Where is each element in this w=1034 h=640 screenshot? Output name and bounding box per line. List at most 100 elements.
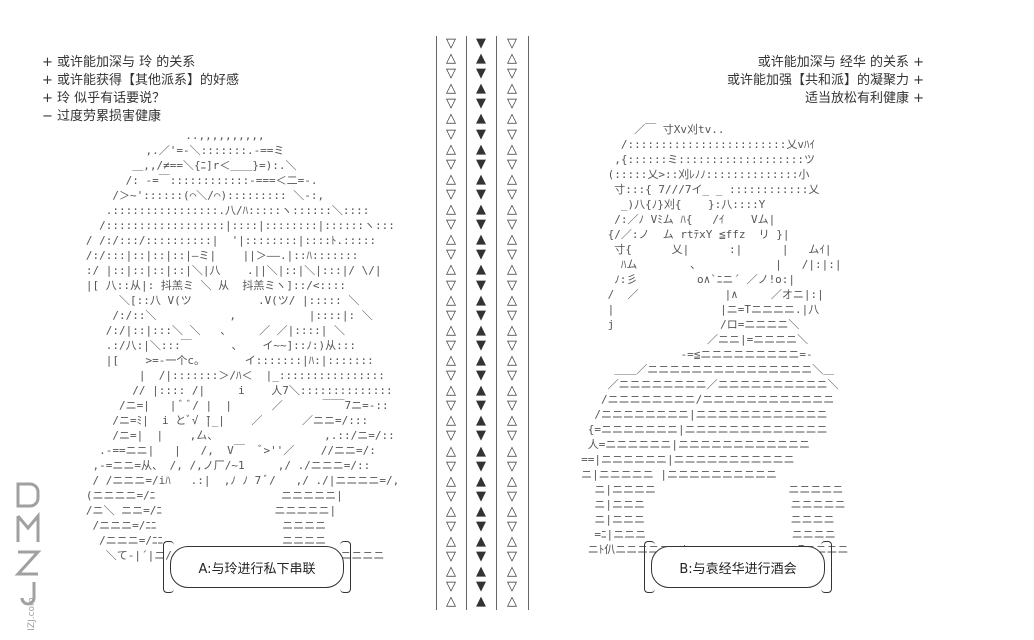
divider-triangle-outline: ▽: [446, 217, 456, 233]
divider-triangle-filled: ▼: [476, 186, 486, 202]
divider-triangle-outline: △: [507, 473, 517, 489]
divider-triangle-filled: ▼: [476, 579, 486, 595]
divider-triangle-outline: △: [507, 534, 517, 550]
divider-triangle-filled: ▲: [476, 503, 486, 519]
divider-triangle-outline: ▽: [507, 156, 517, 172]
divider-triangle-outline: ▽: [507, 247, 517, 263]
divider-triangle-outline: △: [507, 202, 517, 218]
logo-letter-m: [16, 511, 40, 542]
divider-triangle-outline: △: [507, 111, 517, 127]
divider-triangle-outline: △: [446, 141, 456, 157]
divider-triangle-outline: ▽: [446, 458, 456, 474]
divider-triangle-outline: ▽: [507, 126, 517, 142]
divider-triangle-outline: ▽: [507, 217, 517, 233]
divider-triangle-filled: ▼: [476, 96, 486, 112]
divider-triangle-outline: ▽: [507, 36, 517, 51]
choice-b-button[interactable]: B:与袁经华进行酒会: [644, 541, 832, 593]
divider-triangle-outline: ▽: [446, 36, 456, 51]
divider-triangle-outline: △: [446, 51, 456, 67]
divider-triangle-outline: ▽: [507, 337, 517, 353]
triangle-divider: ▽△▽△▽△▽△▽△▽△▽△▽△▽△▽△▽△▽△▽△▽△▽△▽△▽△▽△▽△ ▼…: [432, 36, 536, 610]
divider-triangle-outline: ▽: [446, 368, 456, 384]
divider-triangle-outline: △: [446, 352, 456, 368]
divider-triangle-outline: △: [446, 232, 456, 248]
divider-triangle-filled: ▲: [476, 383, 486, 399]
logo-letter-d: [16, 482, 40, 508]
divider-triangle-outline: ▽: [446, 579, 456, 595]
divider-triangle-outline: △: [507, 383, 517, 399]
divider-triangle-outline: △: [446, 503, 456, 519]
divider-triangle-outline: ▽: [446, 247, 456, 263]
divider-triangle-outline: △: [507, 262, 517, 278]
divider-triangle-filled: ▼: [476, 277, 486, 293]
divider-triangle-filled: ▼: [476, 428, 486, 444]
divider-triangle-outline: △: [507, 564, 517, 580]
divider-triangle-filled: ▲: [476, 232, 486, 248]
divider-rule: [496, 36, 497, 610]
right-benefit-2: 或许能加强【共和派】的凝聚力 +: [726, 73, 924, 88]
logo-letter-z: [14, 550, 42, 576]
divider-triangle-filled: ▲: [476, 292, 486, 308]
divider-triangle-outline: ▽: [507, 96, 517, 112]
choice-a-button[interactable]: A:与玲进行私下串联: [163, 541, 351, 593]
divider-triangle-filled: ▲: [476, 473, 486, 489]
divider-triangle-outline: ▽: [507, 458, 517, 474]
divider-triangle-outline: ▽: [446, 126, 456, 142]
divider-triangle-filled: ▼: [476, 247, 486, 263]
divider-triangle-filled: ▲: [476, 51, 486, 67]
logo-letter-j: [20, 582, 36, 606]
divider-triangle-filled: ▼: [476, 549, 486, 565]
divider-triangle-outline: ▽: [507, 307, 517, 323]
divider-triangle-outline: △: [507, 141, 517, 157]
divider-triangle-outline: △: [446, 443, 456, 459]
divider-triangle-filled: ▲: [476, 141, 486, 157]
divider-triangle-outline: △: [446, 534, 456, 550]
divider-triangle-filled: ▼: [476, 398, 486, 414]
divider-filled-column: ▼▲▼▲▼▲▼▲▼▲▼▲▼▲▼▲▼▲▼▲▼▲▼▲▼▲▼▲▼▲▼▲▼▲▼▲▼▲: [469, 36, 493, 610]
divider-triangle-outline: △: [446, 171, 456, 187]
divider-rule: [466, 36, 467, 610]
divider-triangle-outline: ▽: [446, 156, 456, 172]
divider-triangle-outline: ▽: [446, 186, 456, 202]
divider-triangle-outline: ▽: [507, 368, 517, 384]
divider-triangle-outline: ▽: [446, 519, 456, 534]
divider-triangle-outline: △: [507, 413, 517, 429]
divider-triangle-filled: ▲: [476, 564, 486, 580]
divider-triangle-outline: △: [446, 262, 456, 278]
divider-outline-column-left: ▽△▽△▽△▽△▽△▽△▽△▽△▽△▽△▽△▽△▽△▽△▽△▽△▽△▽△▽△: [439, 36, 463, 610]
divider-triangle-outline: △: [446, 564, 456, 580]
divider-triangle-filled: ▲: [476, 202, 486, 218]
divider-triangle-filled: ▲: [476, 413, 486, 429]
divider-triangle-outline: ▽: [446, 549, 456, 565]
divider-triangle-outline: ▽: [446, 277, 456, 293]
left-benefit-3: + 玲 似乎有话要说？: [42, 91, 166, 106]
divider-triangle-outline: △: [507, 594, 517, 610]
ascii-art-ling: ..,,,,,,,,,, ,.／'=-＼:::::::.-==ミ ＿,,/≠==…: [85, 129, 400, 562]
divider-triangle-outline: △: [507, 51, 517, 67]
dmzj-logo: DMZJ.com: [14, 482, 42, 630]
divider-triangle-outline: ▽: [507, 549, 517, 565]
right-benefit-3: 适当放松有利健康 +: [804, 91, 924, 106]
divider-triangle-outline: ▽: [507, 519, 517, 534]
divider-triangle-filled: ▼: [476, 126, 486, 142]
divider-triangle-outline: ▽: [446, 66, 456, 82]
divider-triangle-outline: ▽: [507, 66, 517, 82]
divider-triangle-filled: ▲: [476, 111, 486, 127]
left-benefit-1: + 或许能加深与 玲 的关系: [42, 55, 196, 70]
divider-triangle-outline: △: [507, 81, 517, 97]
divider-triangle-outline: △: [446, 202, 456, 218]
divider-triangle-filled: ▼: [476, 307, 486, 323]
divider-triangle-outline: △: [446, 383, 456, 399]
divider-triangle-filled: ▼: [476, 217, 486, 233]
divider-triangle-filled: ▼: [476, 337, 486, 353]
divider-triangle-outline: ▽: [446, 96, 456, 112]
divider-triangle-filled: ▼: [476, 156, 486, 172]
divider-triangle-outline: △: [507, 171, 517, 187]
divider-triangle-outline: ▽: [446, 307, 456, 323]
divider-triangle-outline: ▽: [507, 277, 517, 293]
divider-triangle-outline: △: [446, 594, 456, 610]
divider-triangle-outline: △: [446, 292, 456, 308]
divider-triangle-outline: ▽: [507, 186, 517, 202]
ascii-art-jinghua: ／￣ 寸Xv刈tv.. /::::::::::::::::::::::::乂vﾊ…: [581, 123, 848, 556]
right-benefit-1: 或许能加深与 经华 的关系 +: [757, 55, 924, 70]
